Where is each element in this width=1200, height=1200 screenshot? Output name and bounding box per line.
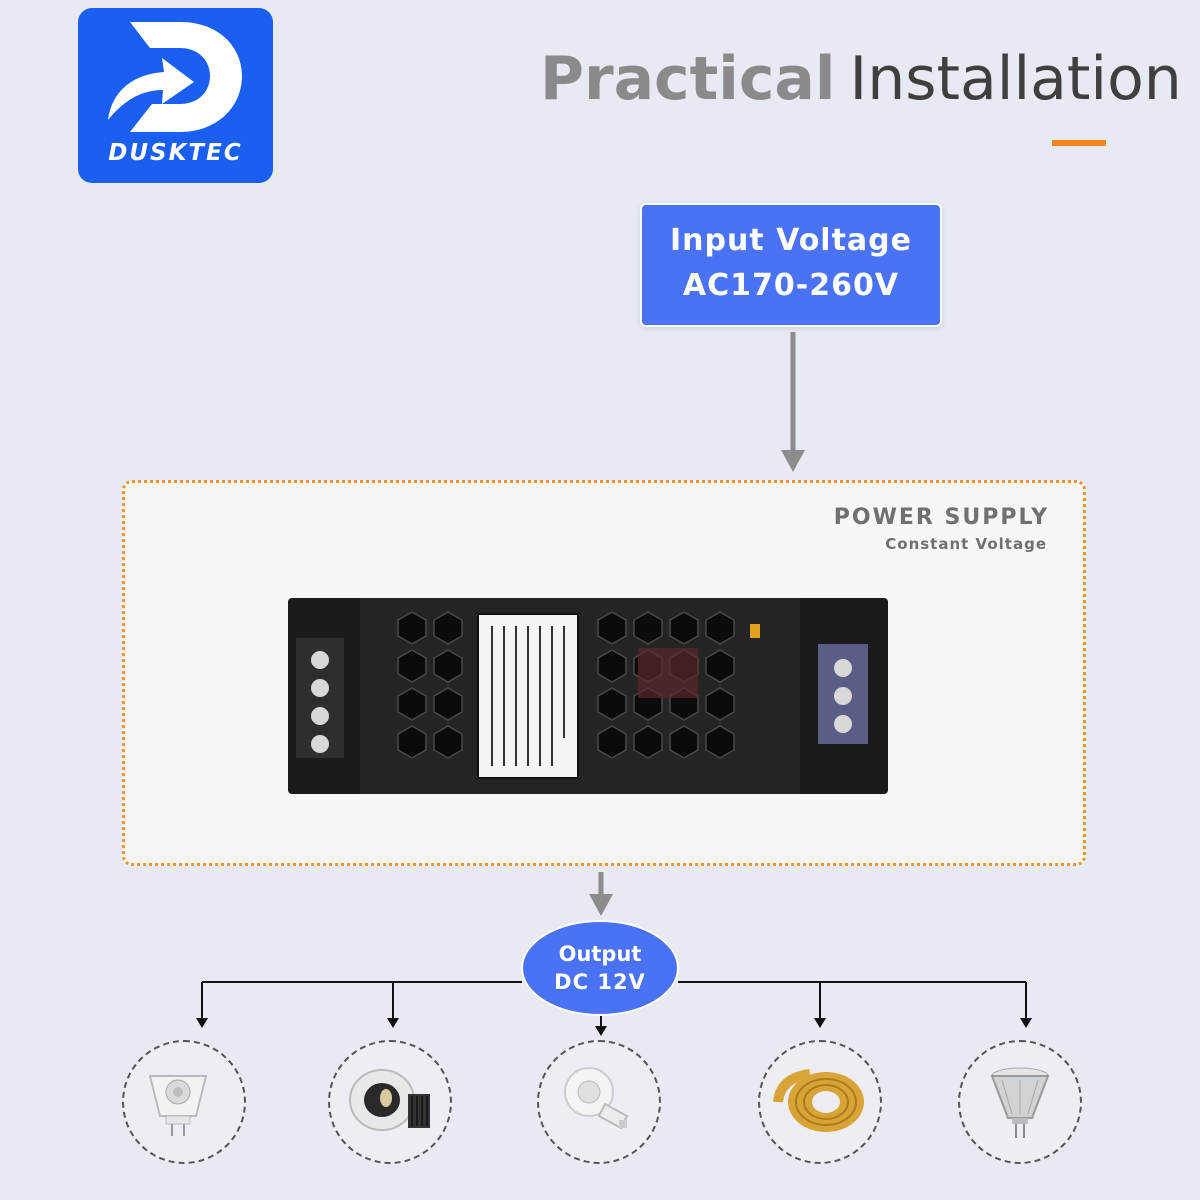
load-mr16-spotlight	[122, 1040, 246, 1164]
title-bold-word: Practical	[540, 44, 836, 114]
power-supply-subtitle: Constant Voltage	[885, 535, 1047, 553]
title-accent-bar	[1052, 140, 1106, 146]
mr16-spotlight-bulb-icon	[148, 1075, 208, 1136]
power-supply-device-icon	[288, 598, 888, 794]
input-voltage-value: AC170-260V	[682, 268, 900, 303]
gu10-bulb-icon	[564, 1067, 629, 1130]
output-voltage-oval: Output DC 12V	[521, 920, 679, 1016]
output-value: DC 12V	[554, 970, 646, 994]
distribution-lines	[196, 981, 1032, 1036]
brand-logo-d-icon	[108, 22, 242, 132]
mr11-glass-bulb-icon	[990, 1067, 1050, 1138]
load-recessed-downlight	[328, 1040, 452, 1164]
output-arrow	[589, 872, 613, 916]
title-light-word: Installation	[849, 44, 1182, 114]
input-arrow	[781, 332, 805, 472]
input-voltage-box: Input Voltage AC170-260V	[640, 203, 942, 327]
brand-name: DUSKTEC	[108, 140, 243, 166]
power-supply-title: POWER SUPPLY	[833, 505, 1049, 530]
output-label: Output	[558, 942, 642, 966]
load-gu10-bulb	[537, 1040, 661, 1164]
load-led-strip-reel	[758, 1040, 882, 1164]
led-strip-reel-icon	[773, 1069, 864, 1132]
load-mr11-glass-bulb	[958, 1040, 1082, 1164]
recessed-downlight-icon	[349, 1069, 430, 1131]
brand-logo: DUSKTEC	[78, 8, 273, 183]
input-voltage-label: Input Voltage	[669, 223, 912, 258]
